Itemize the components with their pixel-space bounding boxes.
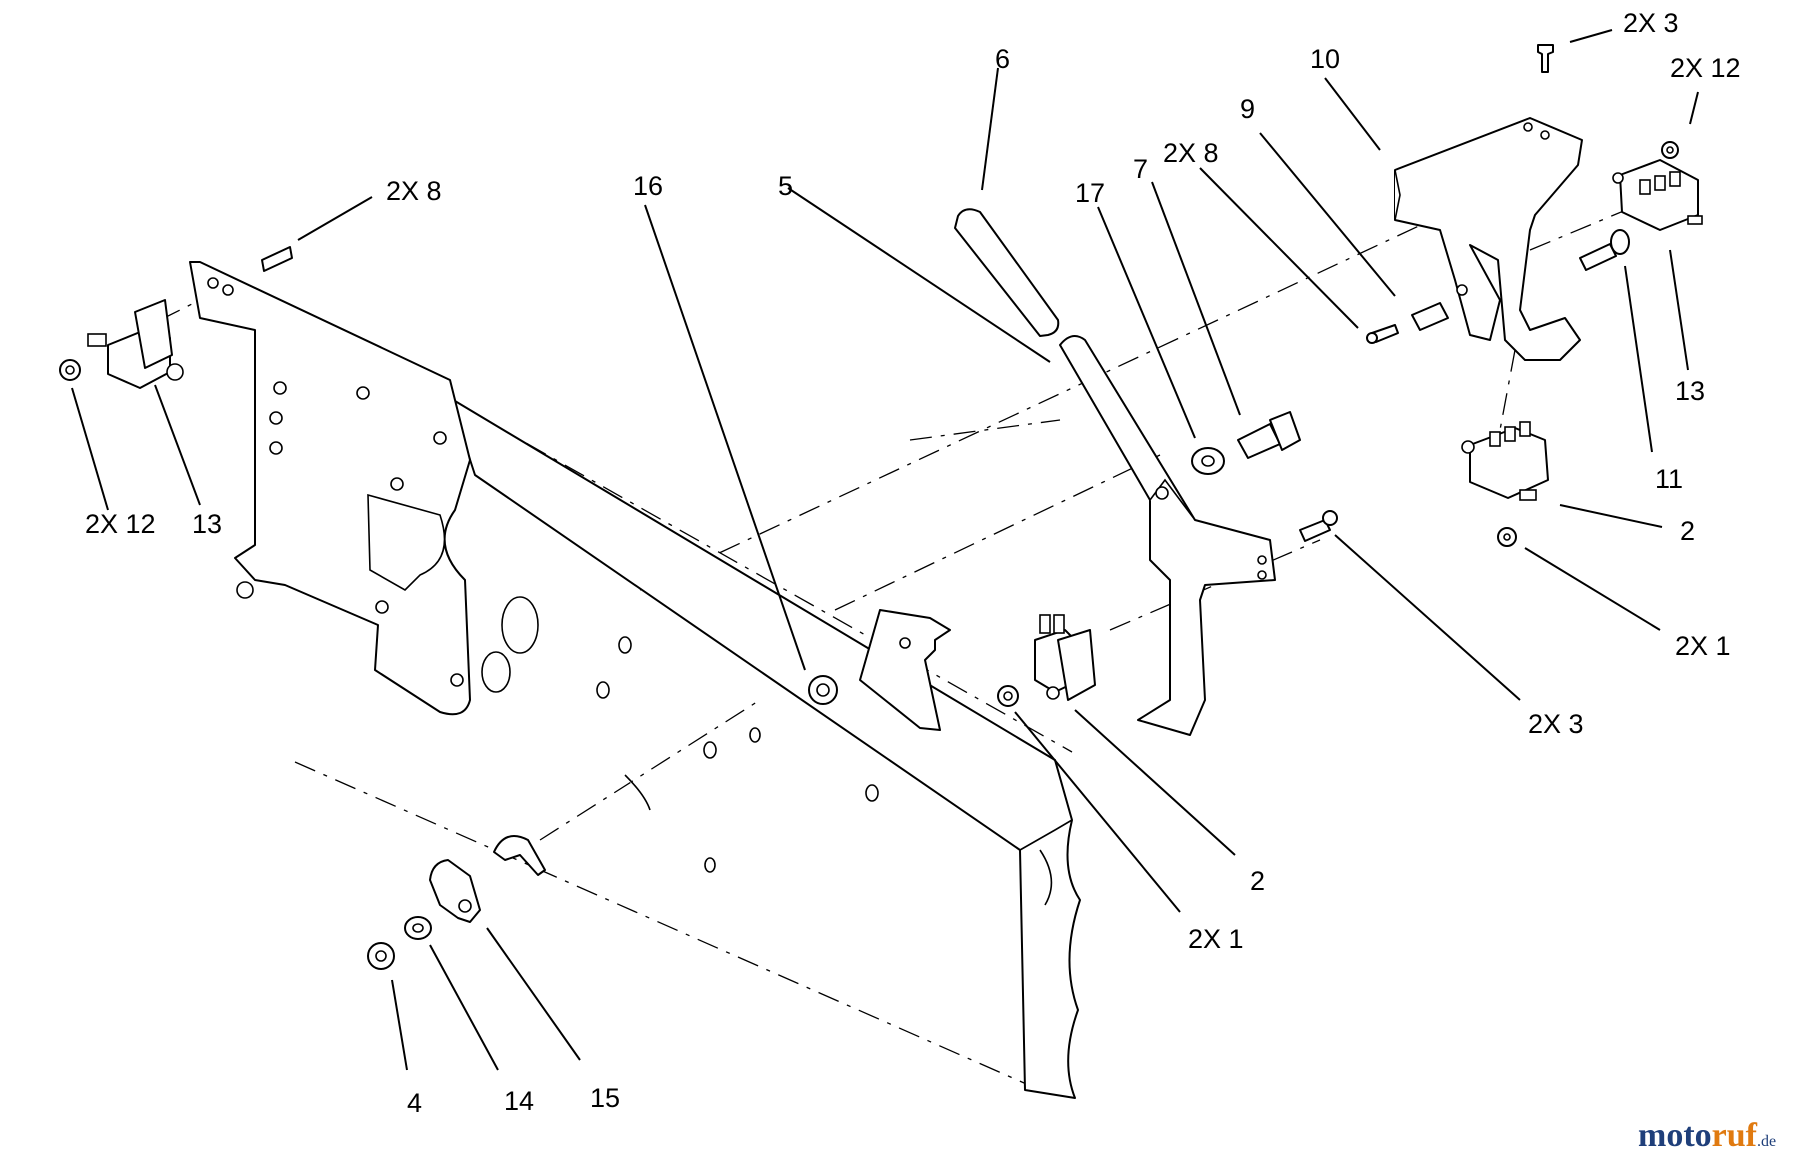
right-nut-top — [1661, 141, 1679, 159]
callout-13-right: 13 — [1675, 376, 1705, 406]
callout-6: 6 — [995, 44, 1010, 74]
top-screw — [1537, 44, 1554, 73]
watermark-brand-part1: moto — [1638, 1117, 1712, 1154]
callout-7: 7 — [1133, 154, 1148, 184]
callout-15: 15 — [590, 1083, 620, 1113]
right-switch — [1612, 159, 1703, 231]
callout-13-left: 13 — [192, 509, 222, 539]
watermark-brand-part2: ruf — [1712, 1117, 1758, 1154]
callout-14: 14 — [504, 1086, 534, 1116]
handle-grip — [954, 208, 1060, 337]
nut-16 — [808, 675, 838, 705]
leader-lines — [71, 29, 1699, 1071]
assembly-dash-lines — [159, 159, 1651, 1091]
screw-2x8-mid — [1366, 324, 1399, 344]
console-frame — [449, 397, 1081, 1099]
svg-text:motoruf.de: motoruf.de — [1638, 1117, 1776, 1154]
callout-16: 16 — [633, 171, 663, 201]
left-screw — [261, 246, 293, 272]
bolt-11 — [1579, 229, 1630, 271]
clip-9 — [1411, 302, 1449, 331]
right-lower-nut — [1497, 527, 1517, 547]
bolt-7 — [1237, 411, 1301, 459]
callout-2x12-left: 2X 12 — [85, 509, 156, 539]
center-nut — [997, 685, 1019, 707]
control-lever — [1059, 335, 1276, 736]
callout-11: 11 — [1655, 464, 1683, 494]
callout-4: 4 — [407, 1088, 422, 1118]
center-switch — [1034, 614, 1096, 701]
washer-17 — [1191, 447, 1225, 475]
callout-5: 5 — [778, 171, 793, 201]
callout-2x1-mid: 2X 1 — [1188, 924, 1244, 954]
bracket-center — [859, 609, 951, 731]
bottom-clamp-15 — [429, 859, 481, 923]
callout-2x1-right: 2X 1 — [1675, 631, 1731, 661]
callout-17: 17 — [1075, 178, 1105, 208]
callout-10: 10 — [1310, 44, 1340, 74]
right-lower-switch — [1461, 421, 1549, 501]
callout-2x3-right: 2X 3 — [1528, 709, 1584, 739]
left-mounting-plate — [189, 261, 471, 716]
left-nut — [59, 359, 81, 381]
callout-2x8-mid: 2X 8 — [1163, 138, 1219, 168]
bottom-washer-14 — [404, 916, 432, 940]
screw-mid — [1299, 510, 1338, 542]
callout-labels: 2X 3 2X 12 10 6 9 2X 8 7 17 16 5 2X 8 2X… — [85, 8, 1741, 1118]
callout-9: 9 — [1240, 94, 1255, 124]
callout-2x3-top: 2X 3 — [1623, 8, 1679, 38]
callout-2-right: 2 — [1680, 516, 1695, 546]
callout-2x8-left: 2X 8 — [386, 176, 442, 206]
bottom-clip — [493, 835, 546, 876]
right-bracket — [1394, 117, 1583, 361]
callout-2x12-top: 2X 12 — [1670, 53, 1741, 83]
left-switch — [87, 299, 184, 389]
motoruf-watermark: motoruf.de — [1638, 1117, 1776, 1154]
bottom-nut-4 — [367, 942, 395, 970]
watermark-tld: .de — [1757, 1133, 1776, 1150]
callout-2-mid: 2 — [1250, 866, 1265, 896]
